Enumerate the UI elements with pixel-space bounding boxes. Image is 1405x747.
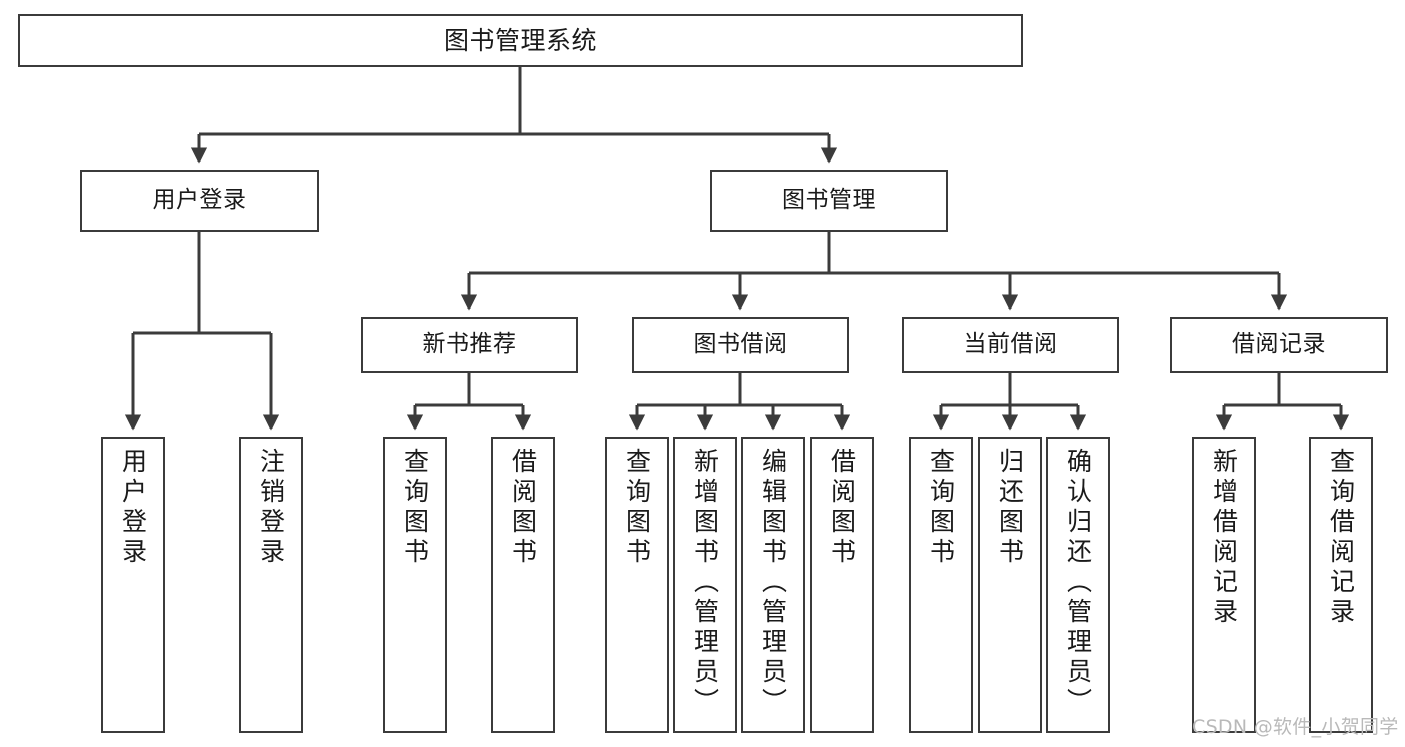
node-label: 查询借阅记录 bbox=[1326, 448, 1356, 628]
node-label: 新增借阅记录 bbox=[1209, 448, 1239, 628]
node-label: 用户登录 bbox=[152, 187, 247, 214]
leaf-records-add-record[interactable]: 新增借阅记录 bbox=[1192, 437, 1256, 733]
leaf-new-books-query-book[interactable]: 查询图书 bbox=[383, 437, 447, 733]
node-user-login[interactable]: 用户登录 bbox=[80, 170, 319, 232]
node-current-borrowing[interactable]: 当前借阅 bbox=[902, 317, 1119, 373]
node-root-book-management-system[interactable]: 图书管理系统 bbox=[18, 14, 1023, 67]
node-label: 借阅图书 bbox=[827, 448, 857, 568]
leaf-user-login-login[interactable]: 用户登录 bbox=[101, 437, 165, 733]
node-new-book-recommendation[interactable]: 新书推荐 bbox=[361, 317, 578, 373]
csdn-watermark: CSDN @软件_小贺同学 bbox=[1192, 716, 1399, 738]
leaf-new-books-borrow-book[interactable]: 借阅图书 bbox=[491, 437, 555, 733]
node-label: 借阅记录 bbox=[1232, 331, 1326, 358]
node-borrowing-records[interactable]: 借阅记录 bbox=[1170, 317, 1388, 373]
node-label: 当前借阅 bbox=[963, 331, 1058, 358]
leaf-borrow-query-book[interactable]: 查询图书 bbox=[605, 437, 669, 733]
node-label: 查询图书 bbox=[400, 448, 430, 568]
node-label: 新增图书（管理员） bbox=[690, 448, 720, 718]
node-label: 确认归还（管理员） bbox=[1063, 448, 1093, 718]
leaf-records-query-record[interactable]: 查询借阅记录 bbox=[1309, 437, 1373, 733]
leaf-current-return-book[interactable]: 归还图书 bbox=[978, 437, 1042, 733]
node-book-management[interactable]: 图书管理 bbox=[710, 170, 948, 232]
node-label: 查询图书 bbox=[622, 448, 652, 568]
leaf-borrow-borrow-book[interactable]: 借阅图书 bbox=[810, 437, 874, 733]
node-label: 注销登录 bbox=[256, 448, 286, 568]
node-label: 图书管理系统 bbox=[443, 25, 597, 55]
leaf-borrow-edit-book-admin[interactable]: 编辑图书（管理员） bbox=[741, 437, 805, 733]
node-label: 图书借阅 bbox=[693, 331, 788, 358]
node-label: 归还图书 bbox=[995, 448, 1025, 568]
node-label: 借阅图书 bbox=[508, 448, 538, 568]
leaf-current-query-book[interactable]: 查询图书 bbox=[909, 437, 973, 733]
node-label: 新书推荐 bbox=[422, 331, 517, 358]
leaf-borrow-add-book-admin[interactable]: 新增图书（管理员） bbox=[673, 437, 737, 733]
leaf-current-confirm-return-admin[interactable]: 确认归还（管理员） bbox=[1046, 437, 1110, 733]
node-label: 编辑图书（管理员） bbox=[758, 448, 788, 718]
node-label: 查询图书 bbox=[926, 448, 956, 568]
node-label: 用户登录 bbox=[118, 448, 148, 568]
node-book-borrowing[interactable]: 图书借阅 bbox=[632, 317, 849, 373]
leaf-user-login-logout[interactable]: 注销登录 bbox=[239, 437, 303, 733]
node-label: 图书管理 bbox=[782, 187, 876, 214]
